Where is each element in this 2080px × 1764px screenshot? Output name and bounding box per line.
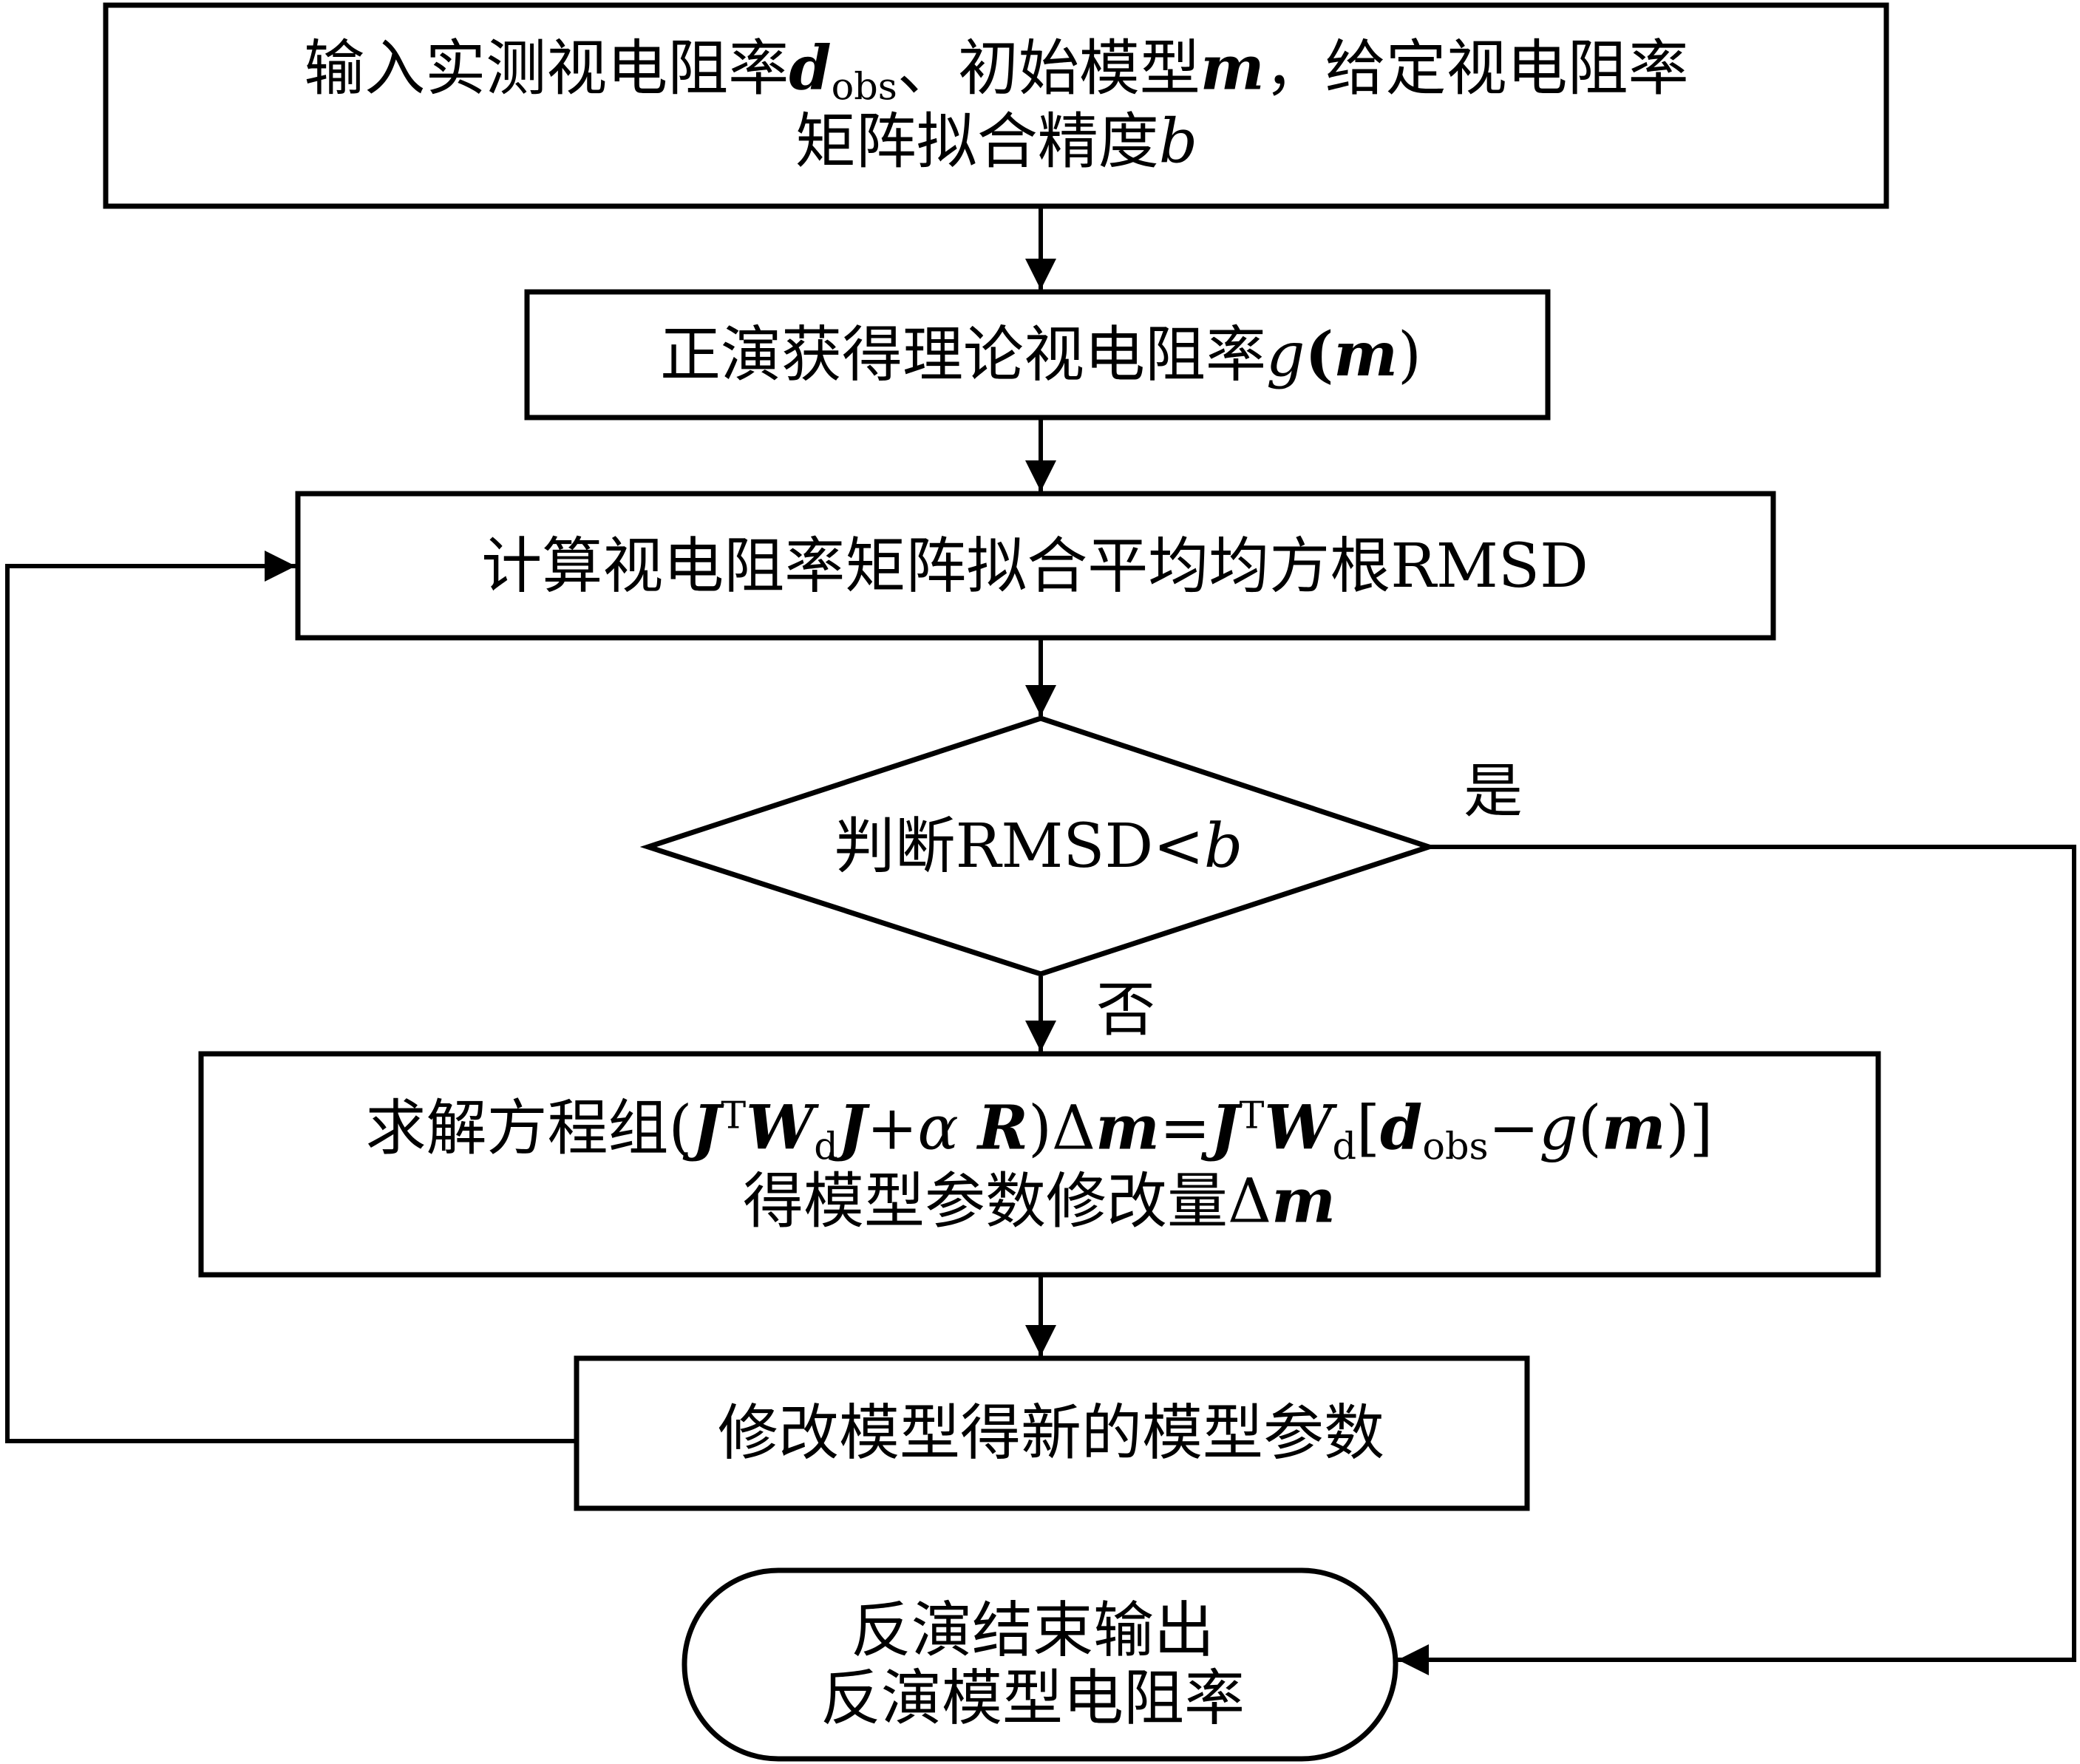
input-text-4: 矩阵拟合精度	[795, 106, 1159, 177]
input-text-2: 、初始模型	[897, 33, 1200, 104]
transpose-superscript: T	[721, 1093, 747, 1137]
m-symbol: m	[1095, 1092, 1160, 1164]
W-symbol: W	[1264, 1092, 1333, 1164]
rmsd-calc-box	[295, 491, 1776, 641]
m-symbol: m	[1271, 1165, 1336, 1237]
d-symbol: d	[789, 33, 832, 104]
b-symbol: b	[1203, 811, 1243, 882]
edge-decision-yes	[1398, 845, 2076, 1675]
solve-box-text: 求解方程组(JTWdJ+α R)Δm=JTWd[dobs−g(m)] 得模型参数…	[365, 1092, 1713, 1237]
b-symbol: b	[1158, 106, 1198, 177]
paren-left: (	[1305, 319, 1334, 391]
input-box	[103, 2, 1889, 209]
edge-label-no: 否	[1096, 975, 1155, 1045]
delta-text: )Δ	[1027, 1093, 1096, 1164]
solve-text-2: 得模型参数修改量Δ	[743, 1166, 1272, 1237]
m-symbol: m	[1333, 319, 1398, 391]
obs-subscript: obs	[1422, 1124, 1489, 1168]
solve-box	[198, 1051, 1881, 1278]
J-symbol: J	[1210, 1092, 1240, 1164]
J-symbol: J	[692, 1092, 721, 1164]
transpose-superscript: T	[1239, 1093, 1265, 1137]
edge-label-yes: 是	[1464, 757, 1523, 826]
paren-right: )	[1398, 320, 1422, 391]
input-text-3: ，给定视电阻率	[1264, 33, 1689, 104]
end-line-2: 反演模型电阻率	[820, 1663, 1245, 1734]
end-line-1: 反演结束输出	[850, 1596, 1215, 1666]
end-terminator	[682, 1567, 1398, 1762]
decision-label: 判断RMSD<	[834, 811, 1204, 882]
bracket-left: [	[1356, 1093, 1381, 1164]
m-symbol: m	[1200, 33, 1265, 104]
decision-text: 判断RMSD<b	[835, 813, 1243, 881]
paren-bracket-right: )]	[1665, 1093, 1713, 1164]
obs-subscript: obs	[831, 64, 897, 109]
J-symbol: J	[837, 1092, 867, 1164]
rmsd-calc-label: 计算视电阻率矩阵拟合平均均方根RMSD	[481, 531, 1588, 602]
plus-sign: +	[866, 1093, 918, 1164]
R-symbol: R	[977, 1092, 1028, 1164]
update-label: 修改模型得新的模型参数	[717, 1398, 1385, 1469]
forward-box	[524, 289, 1551, 420]
input-text-1: 输入实测视电阻率	[304, 33, 789, 104]
minus-sign: −	[1488, 1093, 1540, 1164]
g-symbol: g	[1265, 320, 1305, 391]
m-symbol: m	[1601, 1092, 1666, 1164]
d-symbol: d	[1380, 1092, 1423, 1164]
W-symbol: W	[746, 1092, 815, 1164]
forward-text: 正演获得理论视电阻率	[659, 320, 1266, 391]
d-subscript: d	[1332, 1124, 1357, 1168]
input-box-text: 输入实测视电阻率dobs、初始模型m，给定视电阻率 矩阵拟合精度b	[304, 35, 1688, 177]
d-subscript: d	[814, 1124, 838, 1168]
solve-text-1: 求解方程组(	[365, 1093, 693, 1164]
end-terminator-text: 反演结束输出 反演模型电阻率	[820, 1597, 1245, 1733]
forward-box-text: 正演获得理论视电阻率g(m)	[660, 321, 1421, 389]
g-symbol: g	[1539, 1093, 1578, 1164]
update-box-text: 修改模型得新的模型参数	[718, 1400, 1384, 1468]
paren-left: (	[1577, 1093, 1602, 1164]
update-box	[574, 1355, 1530, 1511]
equals-sign: =	[1159, 1093, 1211, 1164]
alpha-symbol: α	[917, 1093, 959, 1164]
rmsd-calc-text: 计算视电阻率矩阵拟合平均均方根RMSD	[481, 533, 1588, 601]
edge-loop-back	[5, 551, 577, 1443]
decision-diamond	[639, 715, 1438, 977]
